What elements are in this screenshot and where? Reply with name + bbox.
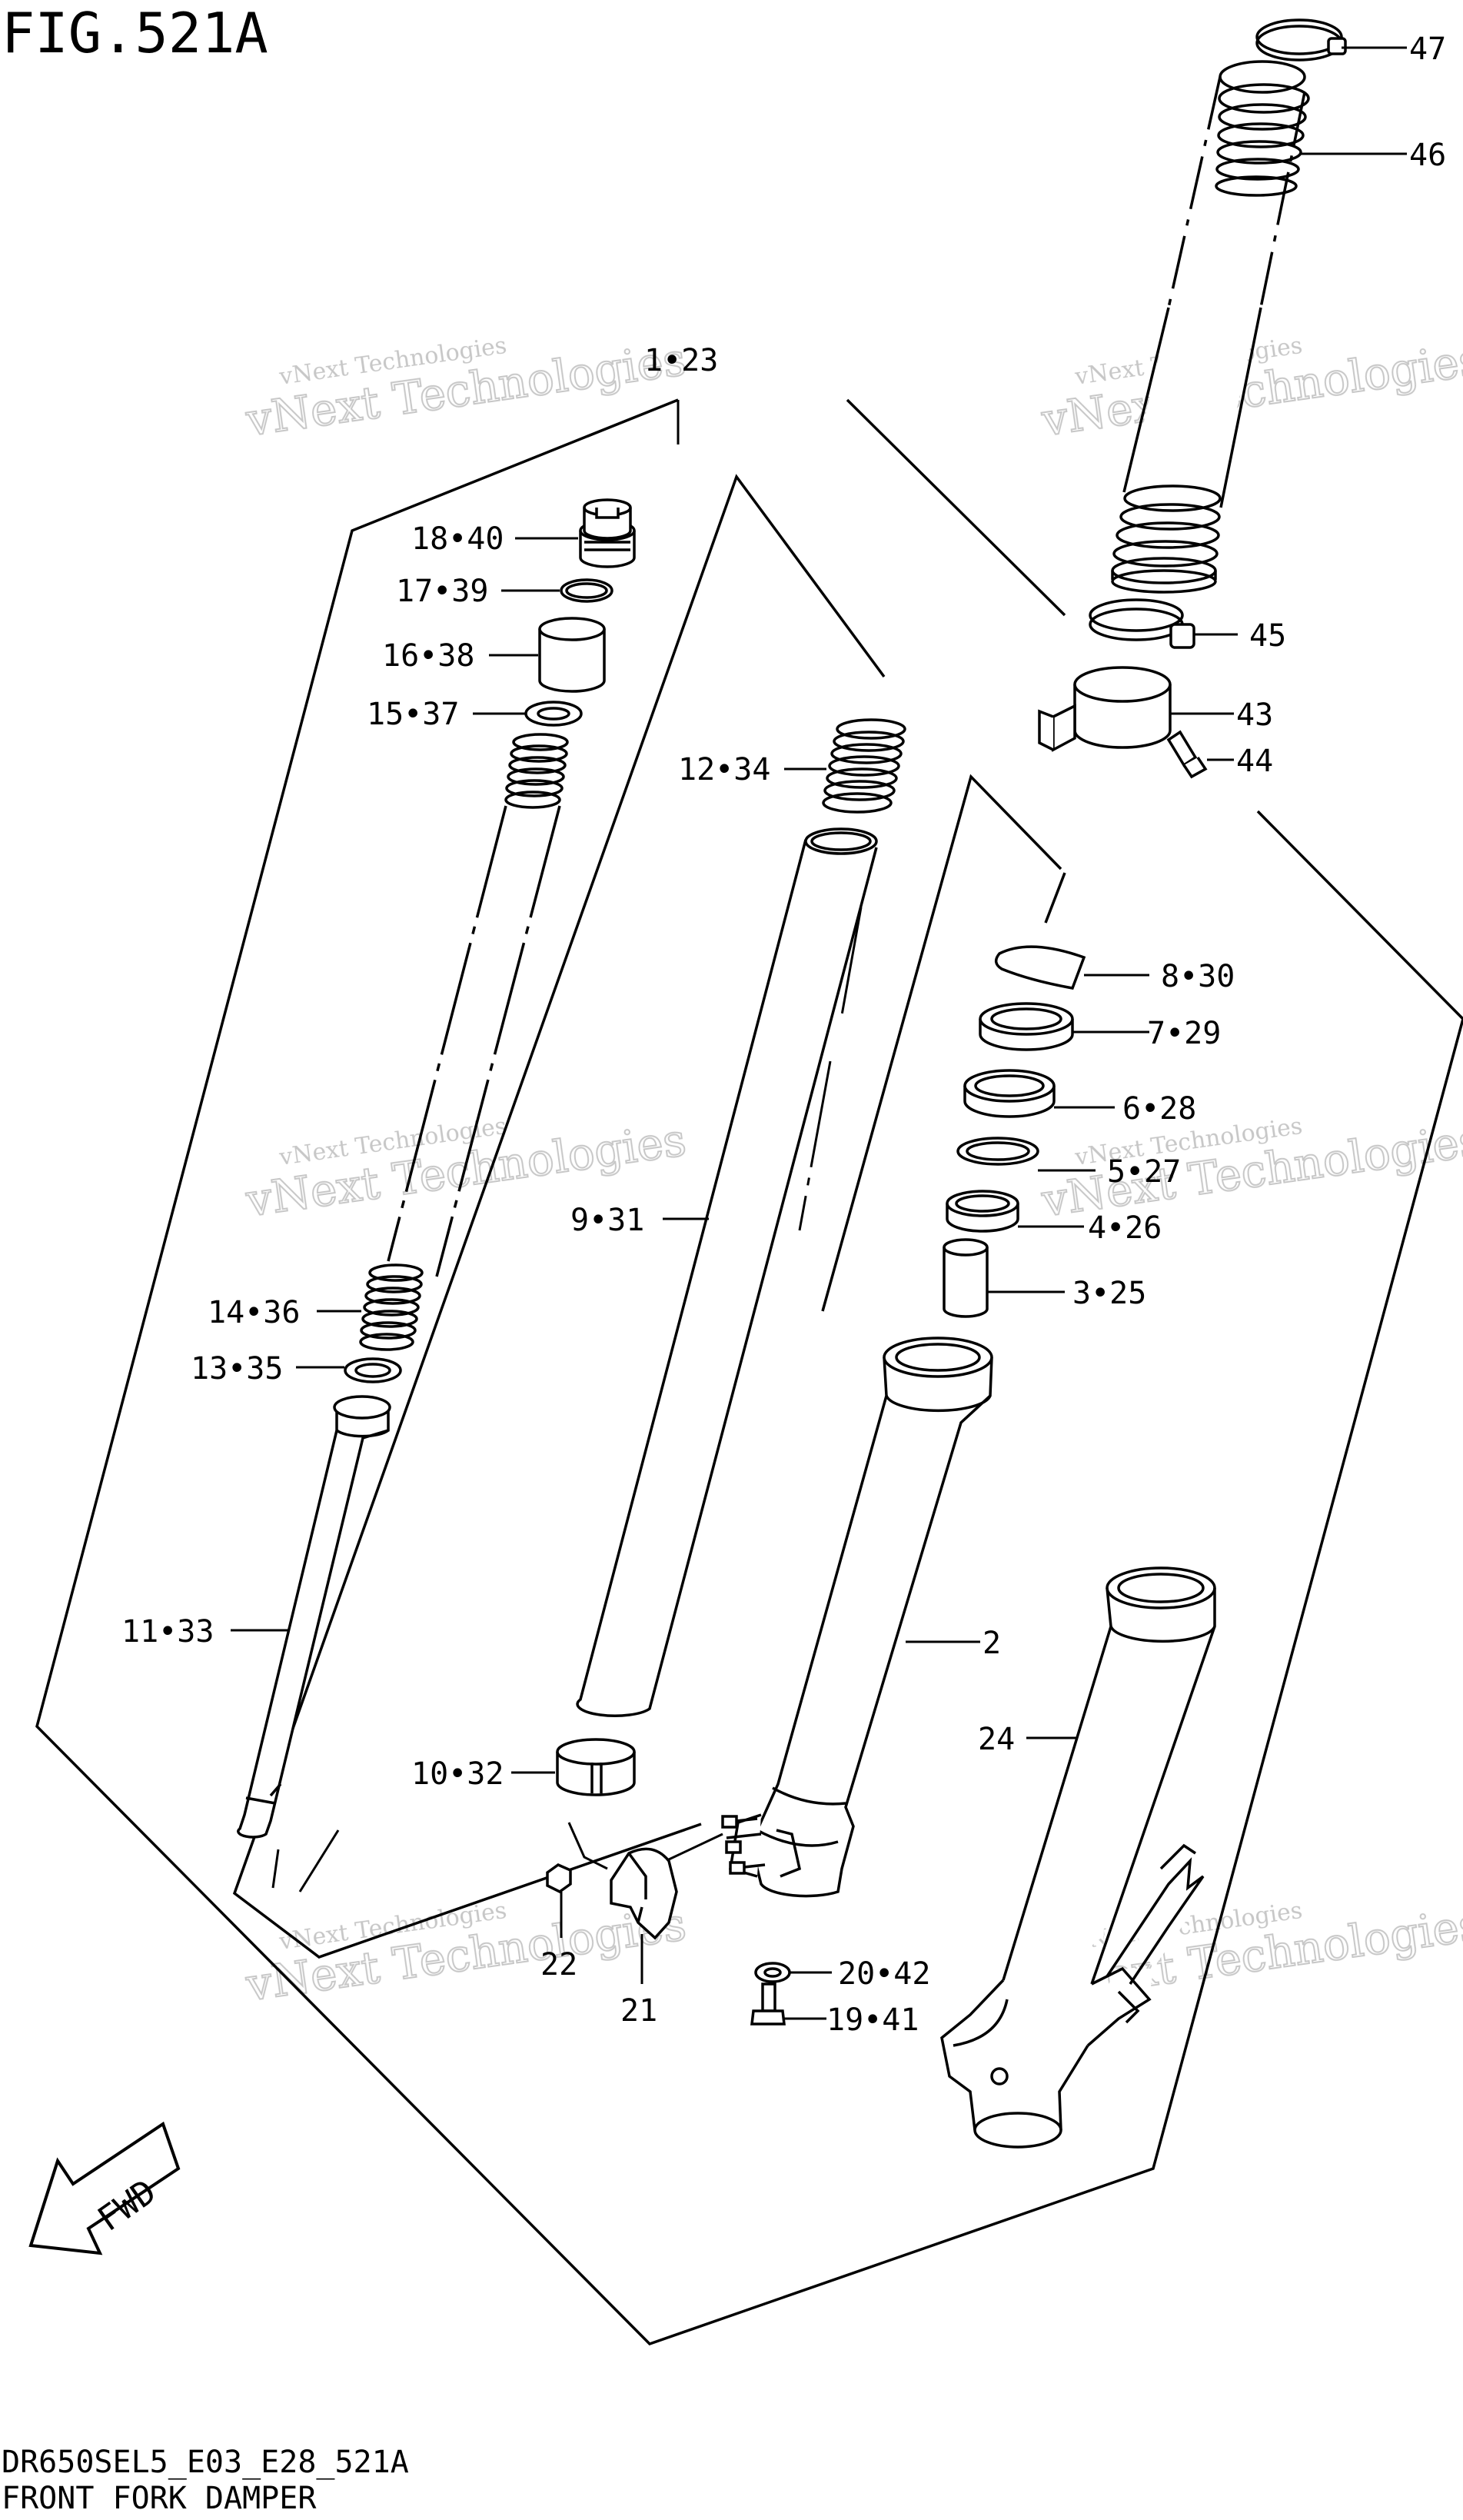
callout-44: 44 bbox=[1236, 744, 1273, 779]
part-6-28-oil-seal bbox=[963, 1069, 1056, 1118]
callout-18-40: 18•40 bbox=[411, 521, 504, 557]
connector-rod bbox=[271, 1849, 280, 1889]
part-43-guide bbox=[1038, 666, 1172, 752]
part-45-clamp bbox=[1089, 598, 1195, 649]
callout-12-34: 12•34 bbox=[678, 752, 770, 787]
assembly-outline bbox=[35, 398, 1463, 2346]
part-16-38-spacer bbox=[538, 617, 606, 693]
footer-code: DR650SEL5_E03_E28_521A bbox=[2, 2445, 409, 2480]
part-14-36-spring bbox=[359, 733, 569, 1351]
callout-43: 43 bbox=[1236, 697, 1273, 733]
connector-spring-bottom bbox=[298, 1829, 340, 1892]
part-3-25-bushing bbox=[943, 1238, 989, 1318]
inner-tube-box bbox=[232, 474, 886, 1959]
callout-19-41: 19•41 bbox=[826, 2002, 919, 2038]
callout-17-39: 17•39 bbox=[396, 574, 488, 609]
part-9-31-inner-tube bbox=[576, 827, 878, 1717]
part-12-34-spring bbox=[822, 718, 906, 814]
callout-16-38: 16•38 bbox=[382, 638, 474, 674]
callout-46: 46 bbox=[1409, 138, 1446, 173]
connector-inner bbox=[798, 907, 863, 1231]
callout-8-30: 8•30 bbox=[1161, 959, 1235, 994]
callout-15-37: 15•37 bbox=[367, 697, 459, 732]
callout-14-36: 14•36 bbox=[208, 1295, 300, 1330]
part-11-33-damper-rod bbox=[237, 1395, 391, 1839]
callout-1-23: 1•23 bbox=[644, 343, 718, 378]
callout-2: 2 bbox=[983, 1626, 1001, 1661]
callout-13-35: 13•35 bbox=[191, 1351, 283, 1386]
fwd-arrow-icon bbox=[28, 2121, 181, 2255]
figure-title: FIG.521A bbox=[2, 1, 268, 65]
callout-4-26: 4•26 bbox=[1088, 1210, 1162, 1246]
footer-name: FRONT FORK DAMPER bbox=[2, 2481, 317, 2516]
callout-10-32: 10•32 bbox=[411, 1756, 504, 1792]
part-15-37-washer bbox=[524, 701, 583, 727]
connector-lower bbox=[567, 1822, 608, 1870]
part-17-39-o-ring bbox=[560, 578, 613, 603]
part-18-40-cap-bolt bbox=[579, 498, 636, 568]
callout-5-27: 5•27 bbox=[1107, 1154, 1181, 1190]
part-10-32-bushing bbox=[556, 1738, 636, 1796]
part-44-bolt bbox=[1166, 730, 1208, 779]
callout-3-25: 3•25 bbox=[1072, 1276, 1146, 1311]
outer-assembly-boundary bbox=[35, 398, 1463, 2346]
callout-9-31: 9•31 bbox=[570, 1203, 644, 1238]
fwd-arrow: FWD bbox=[28, 2121, 181, 2255]
part-5-27-washer bbox=[956, 1137, 1039, 1166]
part-22-nut bbox=[546, 1863, 572, 1894]
callout-24: 24 bbox=[978, 1722, 1015, 1757]
callout-20-42: 20•42 bbox=[838, 1956, 930, 1992]
callout-7-29: 7•29 bbox=[1147, 1016, 1221, 1051]
part-47-clamp bbox=[1255, 18, 1347, 62]
callout-labels: 47 46 1•23 18•40 17•39 16•38 15•37 12•34… bbox=[121, 32, 1446, 2038]
part-7-29-retainer bbox=[979, 1002, 1074, 1051]
outer-tube-box bbox=[821, 774, 1062, 1312]
part-4-26-bushing bbox=[946, 1190, 1019, 1233]
connector-bolt bbox=[668, 1833, 723, 1861]
part-2-outer-tube bbox=[721, 1337, 993, 1898]
callout-45: 45 bbox=[1249, 618, 1286, 654]
callout-11-33: 11•33 bbox=[121, 1614, 214, 1649]
callout-21: 21 bbox=[620, 1993, 657, 2029]
part-19-41-bolt bbox=[750, 1982, 786, 2026]
part-46-fork-boot bbox=[1111, 60, 1310, 594]
part-8-30-stopper-ring bbox=[994, 945, 1086, 990]
callout-47: 47 bbox=[1409, 32, 1446, 67]
part-20-42-washer bbox=[754, 1962, 791, 1983]
part-13-35-washer bbox=[344, 1357, 402, 1383]
outer-boundary-right bbox=[1256, 810, 1463, 1020]
callout-22: 22 bbox=[540, 1947, 577, 1982]
part-21-axle-holder bbox=[610, 1847, 678, 1940]
part-24-outer-tube-assy bbox=[940, 1566, 1216, 2149]
callout-6-28: 6•28 bbox=[1122, 1091, 1196, 1127]
